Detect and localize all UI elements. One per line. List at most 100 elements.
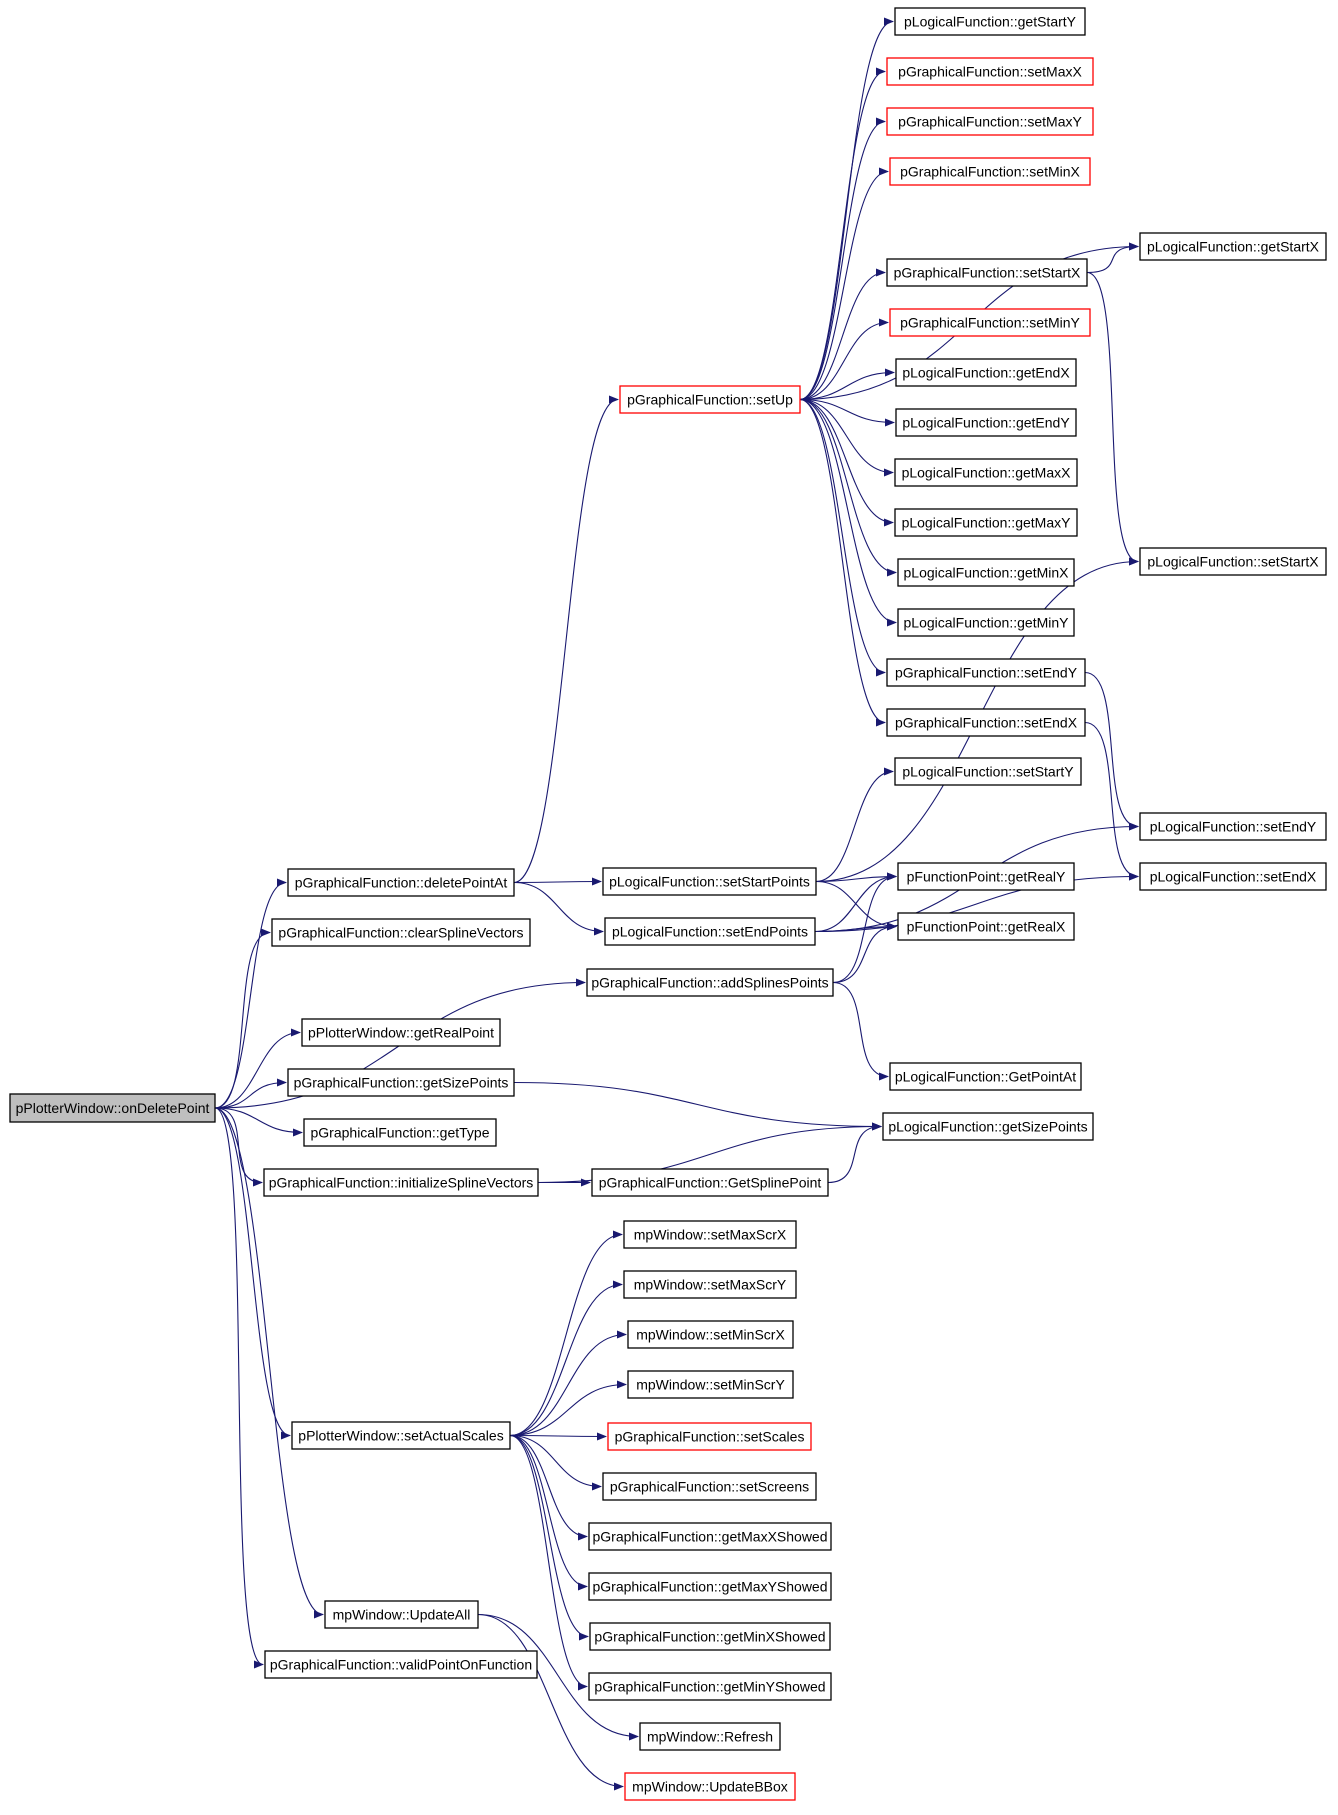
node-label: mpWindow::Refresh (647, 1729, 773, 1745)
edge-setUp-to-lf_getMinX (799, 398, 897, 577)
node-label: pGraphicalFunction::getMinXShowed (594, 1629, 825, 1645)
node-setScreens[interactable]: pGraphicalFunction::setScreens (602, 1472, 817, 1501)
edge-root-to-UpdateAll (214, 1107, 324, 1619)
node-label: pGraphicalFunction::setStartX (894, 265, 1081, 281)
node-fp_getRealY[interactable]: pFunctionPoint::getRealY (897, 862, 1075, 891)
node-Refresh[interactable]: mpWindow::Refresh (639, 1722, 781, 1751)
node-lf_GetPointAt[interactable]: pLogicalFunction::GetPointAt (889, 1062, 1082, 1091)
node-box (894, 458, 1078, 487)
node-lf_getStartY[interactable]: pLogicalFunction::getStartY (894, 7, 1086, 36)
node-label: pPlotterWindow::getRealPoint (308, 1025, 494, 1041)
node-getRealPoint[interactable]: pPlotterWindow::getRealPoint (301, 1018, 501, 1047)
node-box (639, 1722, 781, 1751)
edge-setStartPoints-to-fp_getRealY (815, 872, 897, 883)
node-box (897, 862, 1075, 891)
node-box (894, 757, 1082, 786)
node-setStartPoints[interactable]: pLogicalFunction::setStartPoints (602, 867, 817, 896)
edge-setActualScales-to-getMaxYShowed (509, 1434, 588, 1591)
edge-setEndPoints-to-fp_getRealY (814, 872, 897, 933)
node-getMinXShowed[interactable]: pGraphicalFunction::getMinXShowed (589, 1622, 831, 1651)
node-lf_getMinX[interactable]: pLogicalFunction::getMinX (897, 558, 1075, 587)
node-gf_setEndX[interactable]: pGraphicalFunction::setEndX (886, 708, 1086, 737)
node-lf_getMinY[interactable]: pLogicalFunction::getMinY (897, 608, 1075, 637)
node-gf_setMaxY[interactable]: pGraphicalFunction::setMaxY (886, 107, 1094, 136)
node-label: pGraphicalFunction::validPointOnFunction (270, 1657, 532, 1673)
node-setActualScales[interactable]: pPlotterWindow::setActualScales (291, 1421, 511, 1450)
node-box (619, 385, 801, 414)
node-box (291, 1421, 511, 1450)
node-lf_getEndY[interactable]: pLogicalFunction::getEndY (895, 408, 1077, 437)
node-label: pLogicalFunction::getEndY (902, 415, 1070, 431)
node-setMaxScrY[interactable]: mpWindow::setMaxScrY (623, 1270, 797, 1299)
node-setMinScrY[interactable]: mpWindow::setMinScrY (627, 1370, 794, 1399)
node-GetSplinePoint[interactable]: pGraphicalFunction::GetSplinePoint (591, 1168, 829, 1197)
node-fp_getRealX[interactable]: pFunctionPoint::getRealX (897, 912, 1075, 941)
node-label: pGraphicalFunction::setUp (627, 392, 793, 408)
edge-root-to-validPointOnFunction (214, 1107, 264, 1669)
node-box (894, 7, 1086, 36)
node-getMaxXShowed[interactable]: pGraphicalFunction::getMaxXShowed (588, 1522, 832, 1551)
edge-setUp-to-lf_getStartY (799, 17, 894, 401)
edge-gf_setStartX-to-lf_setStartX (1086, 271, 1139, 566)
node-lf_setEndX[interactable]: pLogicalFunction::setEndX (1139, 862, 1327, 891)
node-box (897, 608, 1075, 637)
node-gf_setMinY[interactable]: pGraphicalFunction::setMinY (889, 308, 1091, 337)
node-setEndPoints[interactable]: pLogicalFunction::setEndPoints (604, 917, 816, 946)
node-getMaxYShowed[interactable]: pGraphicalFunction::getMaxYShowed (588, 1572, 832, 1601)
edge-setUp-to-gf_setMaxY (799, 117, 886, 401)
edge-setUp-to-lf_getEndY (799, 398, 895, 427)
node-lf_setEndY[interactable]: pLogicalFunction::setEndY (1139, 812, 1327, 841)
edge-UpdateAll-to-Refresh (477, 1613, 639, 1741)
node-box (303, 1118, 497, 1147)
node-box (264, 1650, 538, 1679)
node-gf_setEndY[interactable]: pGraphicalFunction::setEndY (886, 658, 1086, 687)
node-gf_getSizePoints[interactable]: pGraphicalFunction::getSizePoints (287, 1068, 515, 1097)
node-lf_getStartX[interactable]: pLogicalFunction::getStartX (1139, 232, 1327, 261)
node-initializeSplineVectors[interactable]: pGraphicalFunction::initializeSplineVect… (263, 1168, 539, 1197)
node-gf_setMinX[interactable]: pGraphicalFunction::setMinX (889, 157, 1091, 186)
edge-root-to-initializeSplineVectors (214, 1107, 263, 1187)
node-deletePointAt[interactable]: pGraphicalFunction::deletePointAt (287, 868, 515, 897)
node-label: pLogicalFunction::getSizePoints (888, 1119, 1087, 1135)
edge-setUp-to-lf_getMaxY (799, 398, 894, 527)
node-gf_setStartX[interactable]: pGraphicalFunction::setStartX (886, 258, 1088, 287)
edge-setActualScales-to-getMinYShowed (509, 1434, 588, 1691)
node-lf_setStartX[interactable]: pLogicalFunction::setStartX (1139, 547, 1327, 576)
edge-setEndPoints-to-lf_setEndX (814, 872, 1139, 933)
node-addSplinesPoints[interactable]: pGraphicalFunction::addSplinesPoints (586, 968, 834, 997)
node-label: mpWindow::setMaxScrY (634, 1277, 787, 1293)
node-lf_setStartY[interactable]: pLogicalFunction::setStartY (894, 757, 1082, 786)
node-clearSplineVectors[interactable]: pGraphicalFunction::clearSplineVectors (271, 918, 531, 947)
node-box (1139, 232, 1327, 261)
node-box (1139, 547, 1327, 576)
node-lf_getMaxY[interactable]: pLogicalFunction::getMaxY (894, 508, 1078, 537)
node-label: pLogicalFunction::setStartPoints (609, 874, 810, 890)
node-setMaxScrX[interactable]: mpWindow::setMaxScrX (623, 1220, 797, 1249)
node-UpdateAll[interactable]: mpWindow::UpdateAll (324, 1600, 479, 1629)
node-box (624, 1772, 796, 1801)
node-root[interactable]: pPlotterWindow::onDeletePoint (9, 1093, 216, 1123)
edge-setUp-to-gf_setStartX (799, 268, 886, 401)
node-UpdateBBox[interactable]: mpWindow::UpdateBBox (624, 1772, 796, 1801)
node-box (623, 1220, 797, 1249)
node-box (586, 968, 834, 997)
node-label: pGraphicalFunction::setMaxX (898, 64, 1082, 80)
edge-addSplinesPoints-to-fp_getRealX (832, 922, 897, 984)
node-lf_getEndX[interactable]: pLogicalFunction::getEndX (895, 358, 1077, 387)
node-label: pGraphicalFunction::getType (311, 1125, 490, 1141)
edge-setStartPoints-to-lf_setStartY (815, 767, 894, 883)
node-lf_getMaxX[interactable]: pLogicalFunction::getMaxX (894, 458, 1078, 487)
node-label: mpWindow::setMaxScrX (634, 1227, 787, 1243)
node-validPointOnFunction[interactable]: pGraphicalFunction::validPointOnFunction (264, 1650, 538, 1679)
node-setMinScrX[interactable]: mpWindow::setMinScrX (627, 1320, 794, 1349)
node-getMinYShowed[interactable]: pGraphicalFunction::getMinYShowed (588, 1672, 832, 1701)
node-getType[interactable]: pGraphicalFunction::getType (303, 1118, 497, 1147)
node-box (894, 508, 1078, 537)
node-setScales[interactable]: pGraphicalFunction::setScales (607, 1422, 812, 1451)
edge-setActualScales-to-setMaxScrY (509, 1280, 623, 1437)
node-lf_getSizePoints[interactable]: pLogicalFunction::getSizePoints (882, 1112, 1094, 1141)
node-box (889, 1062, 1082, 1091)
edge-setUp-to-lf_getMinY (799, 398, 897, 627)
node-setUp[interactable]: pGraphicalFunction::setUp (619, 385, 801, 414)
node-gf_setMaxX[interactable]: pGraphicalFunction::setMaxX (886, 57, 1094, 86)
